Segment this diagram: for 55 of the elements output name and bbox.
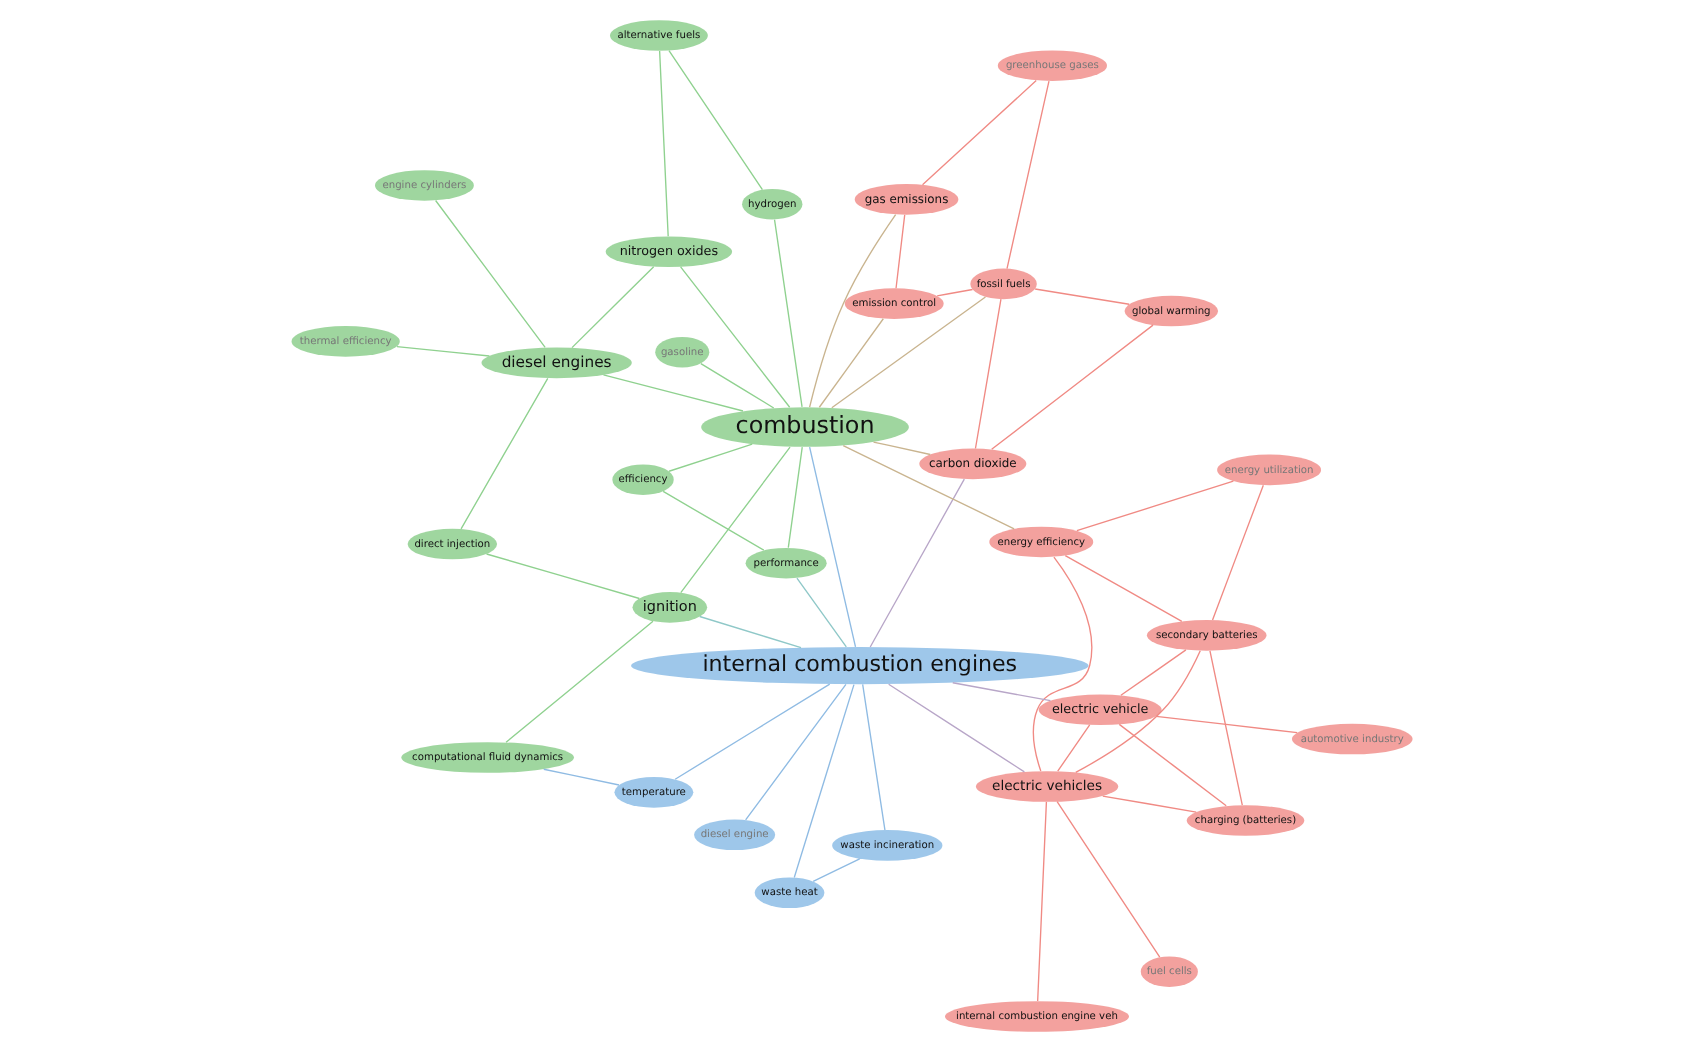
connector <box>460 377 549 530</box>
connector <box>602 374 744 412</box>
connector <box>787 446 803 549</box>
connector <box>773 218 803 408</box>
connector <box>887 683 1026 773</box>
connector <box>1034 288 1130 305</box>
connector <box>485 553 641 600</box>
connector <box>1120 649 1187 696</box>
connector <box>895 214 906 289</box>
connector <box>862 683 886 831</box>
connector <box>991 324 1154 450</box>
connector <box>793 683 855 879</box>
connector <box>1209 650 1243 806</box>
connector <box>921 79 1037 186</box>
connector <box>812 858 861 882</box>
connector <box>658 50 669 237</box>
connector <box>1064 554 1183 622</box>
connector <box>1056 801 1161 958</box>
connector <box>842 444 1015 530</box>
connector <box>952 682 1052 702</box>
connector <box>1155 715 1298 734</box>
connector <box>434 199 546 349</box>
connector <box>1211 484 1264 621</box>
connector <box>543 768 620 786</box>
connector <box>1102 795 1197 813</box>
connector <box>818 318 884 408</box>
connector <box>831 296 987 409</box>
node-ellipse: internal combustion engines <box>631 647 1089 685</box>
connector <box>1118 723 1227 807</box>
connector <box>1076 480 1235 532</box>
connector <box>1075 650 1201 774</box>
connector <box>808 446 857 648</box>
connector <box>571 266 655 349</box>
connector <box>974 298 1002 450</box>
connector <box>679 266 791 408</box>
connector <box>699 615 802 649</box>
connector <box>662 490 765 551</box>
node-ellipse: combustion <box>701 407 909 447</box>
connector <box>744 683 847 821</box>
connector <box>674 683 831 780</box>
connector <box>1006 80 1050 270</box>
connector <box>668 49 764 191</box>
connector <box>1037 801 1048 1002</box>
connector <box>1057 724 1091 772</box>
connector <box>505 620 654 743</box>
connector <box>796 577 847 648</box>
connector <box>936 288 974 297</box>
connector <box>1032 556 1093 772</box>
connector <box>872 441 931 456</box>
connector <box>869 478 965 648</box>
connector <box>396 345 490 357</box>
connector <box>700 362 775 409</box>
connector <box>808 213 897 408</box>
connector <box>680 446 791 594</box>
connector <box>668 443 753 472</box>
